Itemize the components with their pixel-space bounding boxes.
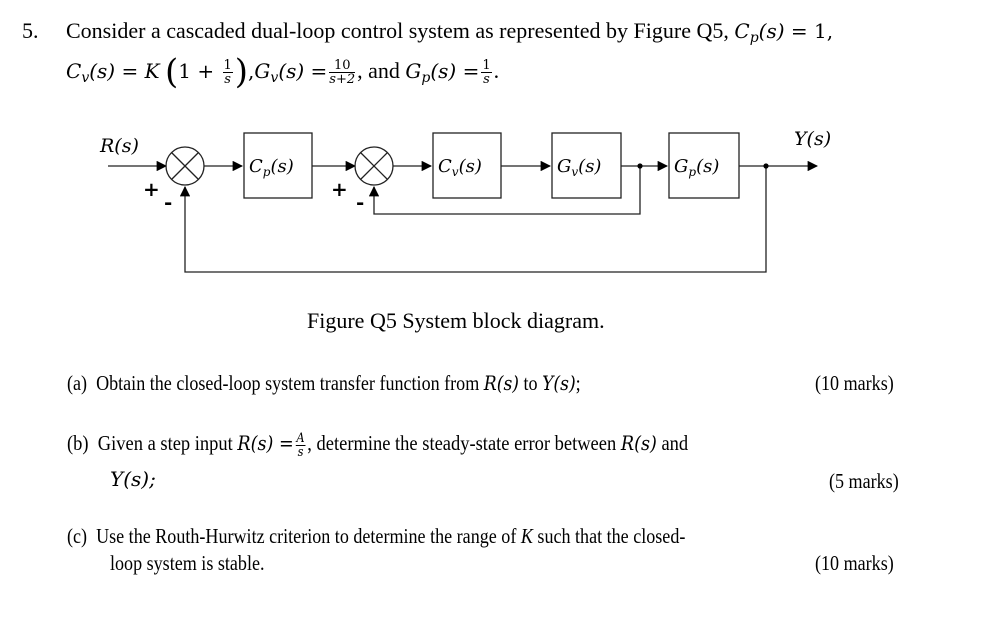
block-diagram: R(s) Y(s) + - + - Cp(s) Cv(s) Gv(s) Gp(s… [99, 128, 831, 273]
part-c-line1: (c) Use the Routh-Hurwitz criterion to d… [67, 524, 686, 548]
summing-junction-inner [354, 146, 394, 186]
part-a-marks: (10 marks) [815, 371, 894, 395]
part-c-line2: loop system is stable. [110, 551, 265, 575]
inner-feedback-path [368, 166, 641, 215]
block-gp-label: Gp(s) [674, 156, 719, 179]
part-b-line2: Y(s); [110, 467, 156, 491]
cp-definition: Cp(s) = 1, [734, 19, 834, 46]
block-cp-label: Cp(s) [249, 156, 294, 179]
takeoff-point-inner [637, 163, 643, 169]
output-label: Y(s) [794, 128, 831, 150]
sum1-plus-sign: + [143, 177, 160, 201]
input-label: R(s) [99, 135, 139, 157]
block-cv-label: Cv(s) [438, 156, 482, 179]
figure-caption: Figure Q5 System block diagram. [307, 308, 605, 333]
sum2-minus-sign: - [356, 190, 364, 214]
part-a: (a) Obtain the closed-loop system transf… [67, 371, 664, 396]
outer-feedback-path [179, 166, 767, 273]
block-gv-label: Gv(s) [557, 156, 601, 179]
part-c-marks: (10 marks) [815, 551, 894, 575]
part-c: (c) Use the Routh-Hurwitz criterion to d… [67, 524, 786, 549]
part-b-marks: (5 marks) [829, 469, 899, 493]
question-intro: Consider a cascaded dual-loop control sy… [66, 18, 833, 46]
takeoff-point-outer [763, 163, 769, 169]
sum1-minus-sign: - [164, 190, 172, 214]
question-number: 5. [22, 18, 39, 43]
sum2-plus-sign: + [331, 177, 348, 201]
summing-junction-outer [165, 146, 205, 186]
intro-text: Consider a cascaded dual-loop control sy… [66, 18, 729, 43]
part-a-text: (a) Obtain the closed-loop system transf… [67, 371, 581, 395]
